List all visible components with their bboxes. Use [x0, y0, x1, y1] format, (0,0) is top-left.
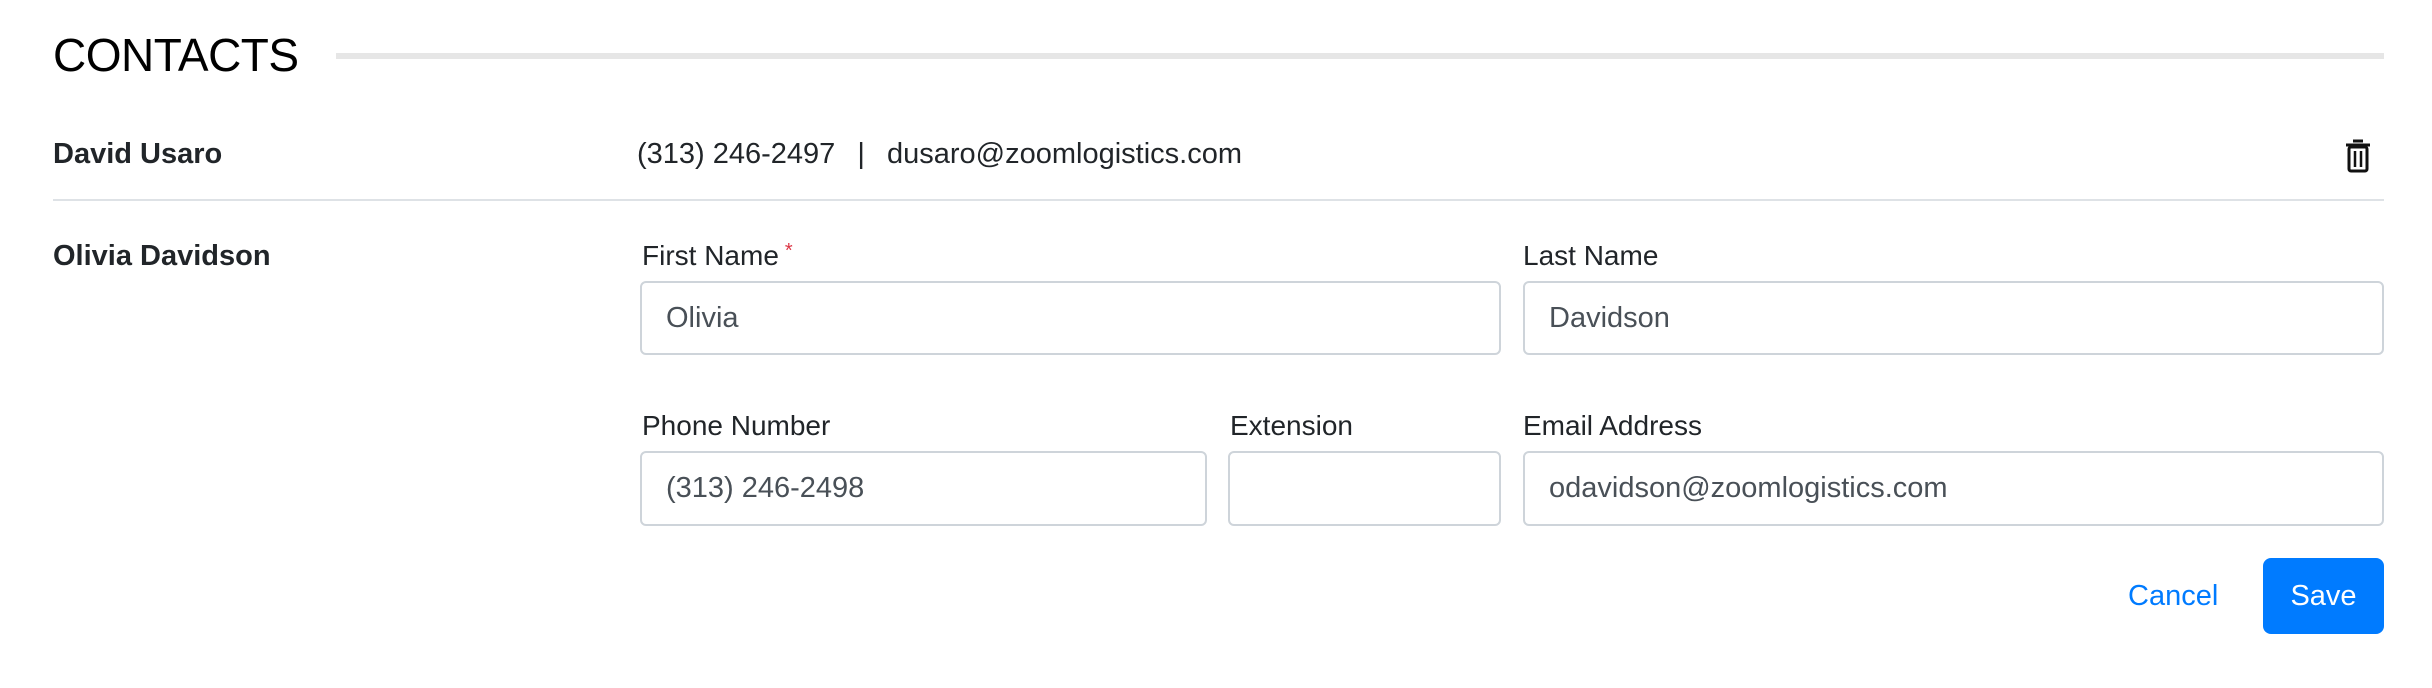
last-name-label: Last Name	[1523, 240, 1659, 271]
phone-label: Phone Number	[642, 410, 831, 441]
contact-name: David Usaro	[53, 138, 223, 170]
contact-info: (313) 246-2497 | dusaro@zoomlogistics.co…	[637, 138, 1242, 171]
first-name-input[interactable]: Olivia	[640, 281, 1501, 355]
first-name-label-text: First Name	[642, 240, 779, 271]
extension-input[interactable]	[1228, 451, 1501, 526]
section-rule	[336, 53, 2384, 59]
email-label: Email Address	[1523, 410, 1702, 441]
extension-label: Extension	[1230, 410, 1353, 441]
first-name-label: First Name*	[642, 240, 793, 272]
email-input[interactable]: odavidson@zoomlogistics.com	[1523, 451, 2384, 526]
contact-separator: |	[857, 138, 865, 170]
contact-email: dusaro@zoomlogistics.com	[887, 138, 1243, 170]
contact-phone: (313) 246-2497	[637, 138, 836, 170]
trash-icon[interactable]	[2344, 138, 2372, 174]
required-mark: *	[784, 240, 793, 262]
phone-input[interactable]: (313) 246-2498	[640, 451, 1207, 526]
contact-name: Olivia Davidson	[53, 240, 271, 272]
section-title: CONTACTS	[53, 29, 299, 81]
row-divider	[53, 199, 2384, 201]
cancel-button[interactable]: Cancel	[2128, 580, 2219, 612]
last-name-input[interactable]: Davidson	[1523, 281, 2384, 355]
save-button[interactable]: Save	[2263, 558, 2384, 634]
